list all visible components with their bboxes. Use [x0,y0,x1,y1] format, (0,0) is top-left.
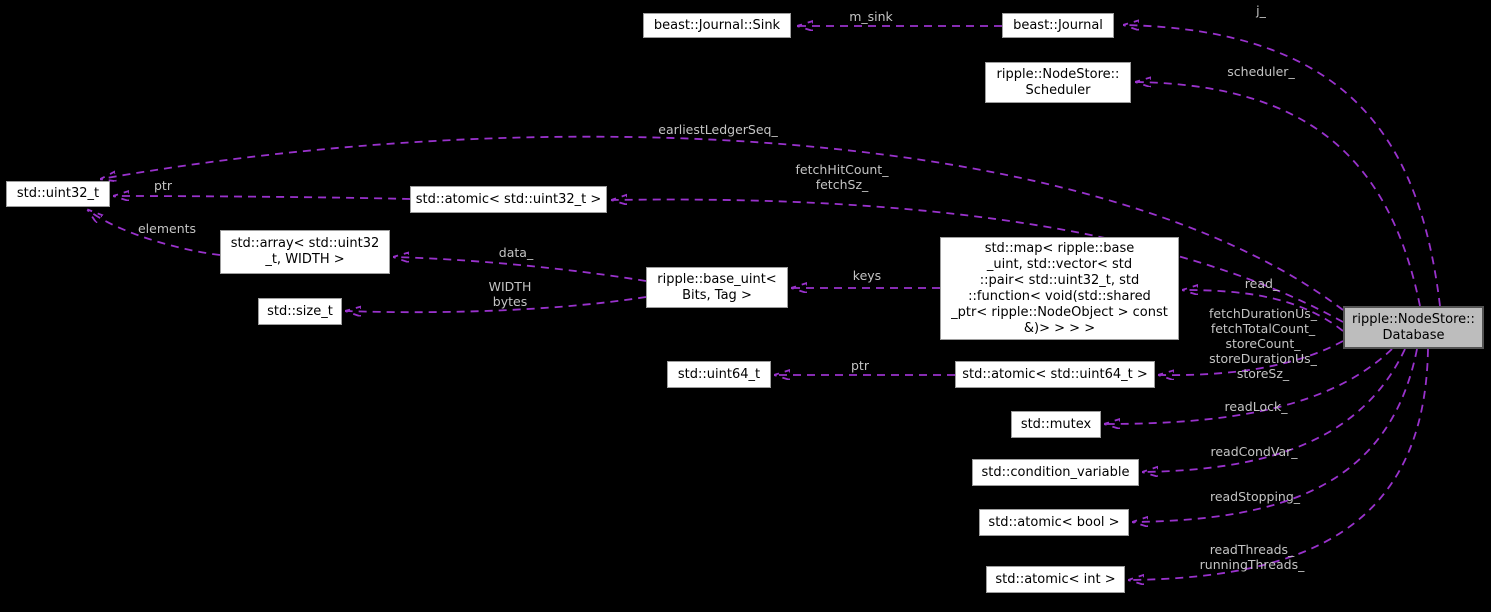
node-std-size-t[interactable]: std::size_t [258,298,342,325]
node-std-map-callbacks[interactable]: std::map< ripple::base _uint, std::vecto… [940,237,1179,340]
edge-label-read: read_ [1244,276,1280,291]
node-std-mutex[interactable]: std::mutex [1011,411,1101,438]
node-ripple-base-uint[interactable]: ripple::base_uint< Bits, Tag > [646,267,788,308]
edge-label-read-stopping: readStopping_ [1209,489,1301,504]
node-std-atomic-bool[interactable]: std::atomic< bool > [979,509,1129,536]
edge-read-lock [1105,348,1393,424]
node-std-atomic-int[interactable]: std::atomic< int > [986,566,1125,593]
edge-label-fetch-store-counters: fetchDurationUs_ fetchTotalCount_ storeC… [1209,306,1317,381]
edge-width-bytes [346,297,647,312]
edge-label-scheduler: scheduler_ [1227,64,1295,79]
edge-fetch-store-counters [1159,340,1344,375]
edge-label-m-sink: m_sink [849,9,893,24]
edge-label-read-lock: readLock_ [1224,399,1288,414]
edge-scheduler [1136,82,1421,307]
edge-label-ptr-top: ptr [154,178,172,193]
edge-label-fetch-hit-count: fetchHitCount_ fetchSz_ [795,162,889,192]
edge-label-read-cond-var: readCondVar_ [1210,444,1298,459]
node-nodestore-database: ripple::NodeStore:: Database [1343,306,1484,349]
edge-data [394,257,647,282]
node-std-array-uint32-width[interactable]: std::array< std::uint32 _t, WIDTH > [220,230,390,274]
edge-label-keys: keys [852,268,882,283]
edge-label-data: data_ [498,245,534,260]
node-beast-journal-sink[interactable]: beast::Journal::Sink [643,13,791,38]
node-std-atomic-uint64[interactable]: std::atomic< std::uint64_t > [955,361,1155,388]
edge-read-cond-var [1143,348,1406,472]
node-std-uint32-t[interactable]: std::uint32_t [6,181,110,207]
edge-read-stopping [1133,348,1418,522]
edge-elements [88,210,221,256]
node-std-uint64-t[interactable]: std::uint64_t [667,361,771,388]
edge-label-j: j_ [1256,3,1266,18]
edge-read [1183,290,1344,332]
edge-earliest-ledger-seq [101,135,1344,311]
edge-label-elements: elements [137,221,197,236]
node-beast-journal[interactable]: beast::Journal [1002,13,1114,38]
edge-ptr-top [114,196,411,199]
edge-label-ptr-bottom: ptr [851,358,869,373]
edge-label-earliest-ledger-seq: earliestLedgerSeq_ [658,122,778,137]
node-nodestore-scheduler[interactable]: ripple::NodeStore:: Scheduler [985,62,1131,103]
node-std-atomic-uint32[interactable]: std::atomic< std::uint32_t > [410,186,607,213]
node-std-condition-variable[interactable]: std::condition_variable [972,459,1139,486]
edge-label-read-threads: readThreads_ runningThreads_ [1199,542,1305,572]
edge-label-width-bytes: WIDTH bytes [488,279,532,309]
